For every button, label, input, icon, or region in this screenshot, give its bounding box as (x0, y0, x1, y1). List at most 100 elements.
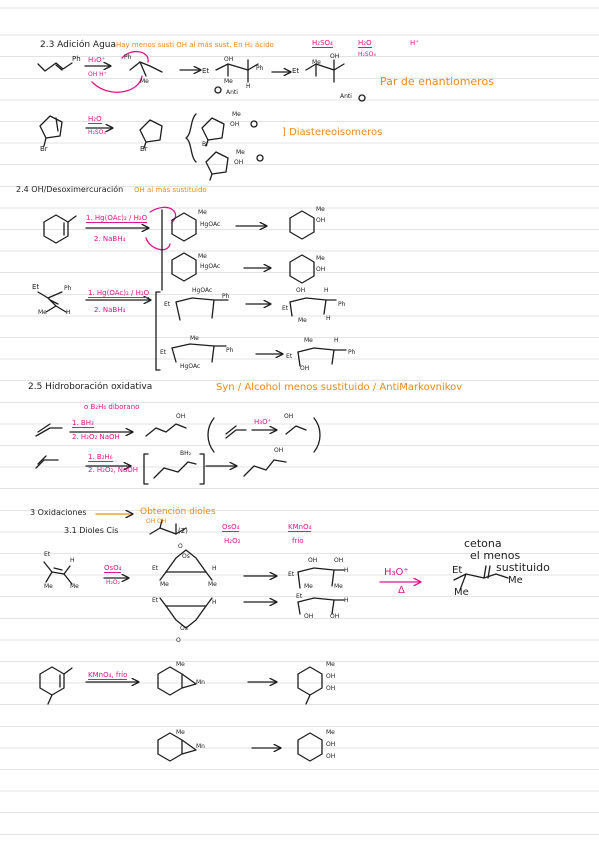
s24-pink-curve-2 (145, 237, 171, 251)
s24-p3-me: Me (298, 317, 307, 324)
s24-p4-h: H (334, 337, 339, 344)
s24-n1-et: Et (164, 301, 171, 308)
s3-arrow1-bottom: H₂O₂ (106, 579, 121, 586)
s23-cp-br-1: Br (40, 145, 48, 153)
s24-newman-1 (175, 297, 229, 321)
s3-os1-me1: Me (160, 581, 169, 588)
s24-a2-ph: Ph (64, 285, 72, 292)
s3-reag-kmno4: KMnO₄ (288, 523, 312, 532)
s23-diast-note: ] Diastereoisomeros (282, 127, 383, 138)
s24-m2-hgoac: HgOAc (200, 263, 221, 270)
s3-two: (2) (178, 527, 188, 535)
s23-p1-me: Me (224, 78, 233, 85)
s3-os2-h: H (212, 599, 217, 606)
s23-carbocation (129, 61, 163, 77)
s3-d2-et: Et (296, 593, 303, 600)
s25-title: 2.5 Hidroboración oxidativa (28, 382, 153, 392)
s3-ket-et: Et (452, 565, 463, 576)
s3-note: Obtención dioles (140, 507, 216, 517)
s3-os1-me2: Me (208, 581, 217, 588)
s24-m2-me: Me (198, 253, 207, 260)
s23-reag-2b: H₂SO₄ (358, 51, 376, 58)
s24-product-3 (289, 297, 337, 317)
s24-n2-me: Me (190, 335, 199, 342)
s3-os2-et: Et (152, 597, 159, 604)
s23-cp2-me: Me (236, 149, 245, 156)
s24-m1-me: Me (198, 209, 207, 216)
s23-p2-et: Et (292, 67, 300, 75)
s3-kmno4-cold: KMnO₄, frío (88, 671, 128, 680)
s3-manganate-2 (157, 732, 197, 762)
s24-a2-h: H (66, 309, 71, 316)
s3-pr1-oh1: OH (326, 673, 336, 680)
s3-mn2-mn: Mn (196, 743, 205, 750)
s25-borane (153, 461, 197, 479)
s23-curved-arrow-2 (121, 51, 149, 63)
s24-bracket (155, 291, 161, 371)
s24-n1-ph: Ph (222, 293, 230, 300)
s3-ket-me1: Me (454, 587, 469, 598)
s24-product-4 (297, 347, 347, 367)
s3-pr1-oh2: OH (326, 685, 336, 692)
s25-bracket-right (199, 453, 205, 485)
s3-os1-os: Os (182, 553, 190, 560)
s23-p1-oh: OH (224, 56, 234, 63)
s23-circle-r (214, 86, 222, 94)
s25-p3-oh: OH (274, 447, 284, 454)
s24-reag-2: 2. NaBH₄ (94, 235, 126, 243)
s23-inter-ph: Ph (124, 54, 132, 61)
s3-cetona-3: sustituido (496, 561, 550, 574)
s25-bracket-left (143, 453, 149, 485)
s25-alkene-3 (35, 455, 59, 469)
s25-reag-1b: 1. B₂H₆ (88, 453, 113, 462)
s3-reag-oso4: OsO₄ (222, 523, 240, 532)
s23-reag-1: H₂SO₄ (312, 39, 333, 48)
s24-mercurinium-2 (171, 252, 197, 282)
s23-cp-circle-2 (256, 154, 264, 162)
s3-os2-o: O (176, 637, 181, 644)
s24-mercurinium-1 (171, 212, 197, 242)
s3-ket-me2: Me (508, 575, 523, 586)
s3-d1-oh1: OH (308, 557, 318, 564)
s3-d2-oh2: OH (330, 613, 340, 620)
s23-p1-et: Et (202, 67, 210, 75)
s3-pr2-oh2: OH (326, 753, 336, 760)
s25-bh2: BH₂ (180, 450, 192, 457)
s3-mn1-mn: Mn (196, 679, 205, 686)
s23-cp-product-2 (205, 151, 229, 181)
s23-reag-2: H₂O (358, 39, 372, 48)
s23-cp1-me: Me (232, 111, 241, 118)
s23-arrow-top: H₃O⁺ (88, 56, 106, 64)
s3-d1-me2: Me (334, 583, 343, 590)
s23-reag-3: H⁺ (410, 39, 419, 47)
s23-p1-h: H (246, 83, 251, 90)
s3-diol-sketch (149, 519, 187, 535)
s24-p3-et: Et (282, 305, 289, 312)
s23-p2-tag: Anti (340, 93, 352, 100)
s3-manganate-1 (157, 666, 197, 696)
s3-os2-os: Os (180, 625, 188, 632)
s24-product-1 (289, 210, 315, 240)
s25-reag-2: 2. H₂O₂ NaOH (72, 433, 120, 441)
s25-alkene-1 (35, 423, 63, 437)
s25-h3o: H₃O⁺ (254, 418, 272, 426)
s3-os1-o: O (178, 543, 183, 550)
s24-n1-hgoac: HgOAc (192, 287, 213, 294)
s24-methylcyclohexene (43, 214, 77, 244)
s23-cp-bottom: H₂SO₄ (88, 129, 106, 136)
s3-pr2-me: Me (326, 729, 335, 736)
s24-p3-h2: H (326, 315, 331, 322)
s25-reag-1: 1. BH₃ (72, 419, 94, 428)
s23-p1-ph: Ph (256, 65, 264, 72)
s24-p3-ph: Ph (338, 301, 346, 308)
s3-pr1-me: Me (326, 661, 335, 668)
s25-p2-oh: OH (284, 413, 294, 420)
s3-alk-et: Et (44, 551, 51, 558)
s3-d2-h: H (344, 597, 349, 604)
s23-cp-circle-1 (250, 120, 258, 128)
s3-osmate-1 (159, 549, 213, 581)
s24-p2-me: Me (316, 255, 325, 262)
s3-title: 3 Oxidaciones (30, 508, 87, 517)
s3-alk-h: H (70, 557, 75, 564)
s3-d1-et: Et (288, 571, 295, 578)
